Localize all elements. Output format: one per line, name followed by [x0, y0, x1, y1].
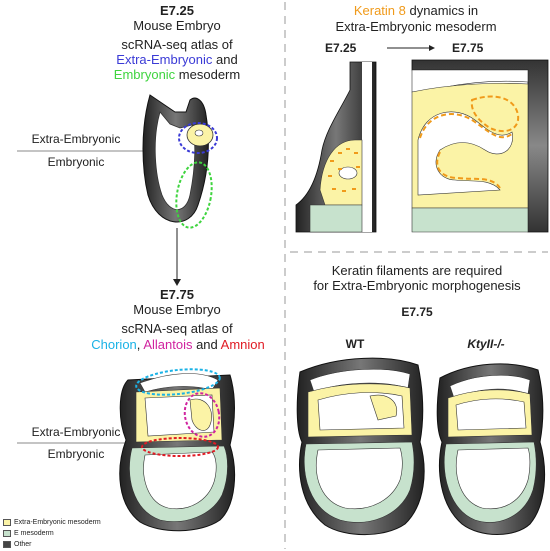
- keratin-title-line2: Extra-Embryonic mesoderm: [335, 19, 497, 34]
- filaments-title-line1: Keratin filaments are required: [331, 263, 503, 278]
- extra-embryonic-term: Extra-Embryonic: [116, 52, 213, 67]
- amnion-term: Amnion: [220, 337, 265, 352]
- embryo-e7-25: [142, 94, 218, 229]
- legend-item-extra-embryonic-mesoderm: Extra-Embryonic mesoderm: [3, 518, 101, 527]
- atlas-line2-top: Extra-Embryonic and: [116, 53, 237, 67]
- legend-swatch-green: [3, 530, 11, 537]
- legend-label: Other: [14, 541, 32, 548]
- chorion-term: Chorion: [91, 337, 137, 352]
- label-extra-embryonic-top: Extra-Embryonic: [31, 132, 121, 146]
- panel-dividers: [284, 2, 548, 549]
- embryo-wt: [296, 357, 425, 536]
- stage-label-e7-75: E7.75: [160, 287, 194, 302]
- embryo-ktyii-mutant: [436, 363, 546, 535]
- allantois-dotted-outline: [183, 392, 221, 438]
- legend-swatch-yellow: [3, 519, 11, 526]
- dynamics-term: dynamics in: [405, 3, 479, 18]
- legend-item-other: Other: [3, 540, 32, 549]
- legend-swatch-dark: [3, 541, 11, 548]
- atlas-line3-top: Embryonic mesoderm: [114, 68, 240, 82]
- and-term: and: [212, 52, 238, 67]
- mutant-label: KtyII-/-: [467, 337, 505, 351]
- chorion-dotted-outline: [135, 368, 221, 396]
- and-term-bottom: and: [192, 337, 221, 352]
- zoom-e7-75: [411, 59, 549, 233]
- arrow-e7-25-to-e7-75: [387, 45, 435, 51]
- label-extra-embryonic-bottom: Extra-Embryonic: [31, 425, 121, 439]
- wt-label: WT: [345, 337, 365, 351]
- label-embryonic-top: Embryonic: [47, 155, 105, 169]
- extra-embryonic-dotted-outline: [178, 122, 218, 154]
- subject-label-top: Mouse Embryo: [133, 18, 221, 33]
- time-arrow-down: [173, 228, 181, 286]
- zoom-label-e7-25: E7.25: [325, 41, 357, 55]
- atlas-line2-bottom: Chorion, Allantois and Amnion: [91, 338, 264, 352]
- subject-label-bottom: Mouse Embryo: [133, 302, 221, 317]
- comma-term: ,: [136, 337, 141, 352]
- zoom-e7-25: [295, 61, 377, 233]
- label-embryonic-bottom: Embryonic: [47, 447, 105, 461]
- stage-label-e7-25: E7.25: [160, 3, 194, 18]
- legend-item-e-mesoderm: E mesoderm: [3, 529, 54, 538]
- keratin-term: Keratin 8: [353, 3, 406, 18]
- zoom-label-e7-75: E7.75: [452, 41, 484, 55]
- atlas-line1-bottom: scRNA-seq atlas of: [121, 321, 233, 336]
- mesoderm-term: mesoderm: [175, 67, 241, 82]
- embryo-e7-75: [119, 368, 236, 532]
- atlas-line1-top: scRNA-seq atlas of: [121, 37, 233, 52]
- legend-label: E mesoderm: [14, 530, 54, 537]
- legend-label: Extra-Embryonic mesoderm: [14, 519, 101, 526]
- stage-label-bottom-right: E7.75: [401, 305, 433, 319]
- embryonic-term: Embryonic: [113, 67, 176, 82]
- embryonic-dotted-outline: [175, 161, 213, 229]
- keratin-title-line1: Keratin 8 dynamics in: [354, 4, 478, 18]
- amnion-dotted-outline: [141, 437, 219, 457]
- allantois-term: Allantois: [143, 337, 193, 352]
- filaments-title-line2: for Extra-Embryonic morphogenesis: [313, 278, 521, 293]
